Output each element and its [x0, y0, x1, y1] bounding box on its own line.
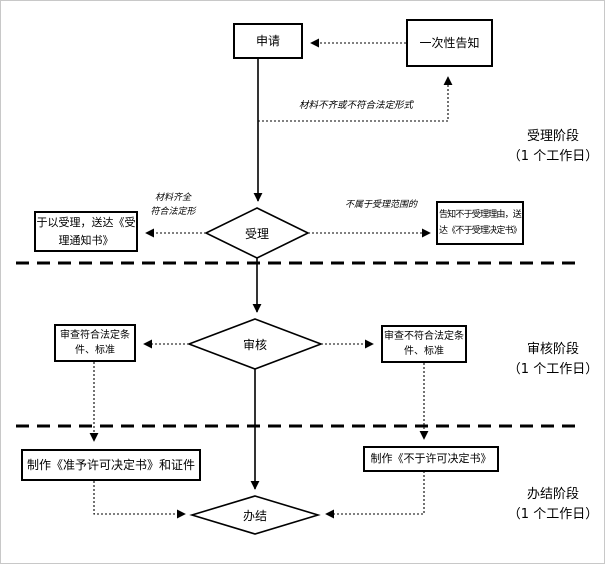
diamond-accept: [204, 207, 310, 259]
edge-label-out-of-scope: 不属于受理范围的: [344, 200, 417, 210]
diamond-review: [186, 318, 324, 370]
edge-rejection-to-finish: [325, 471, 425, 519]
stage-finish-duration: （1 个工作日）: [507, 507, 599, 523]
edge-license-to-finish: [93, 481, 186, 519]
stage-review-name: 审核阶段: [526, 342, 579, 357]
node-accept-reject: 告知不于受理理由，送达《不于受理决定书》: [436, 201, 524, 245]
edge-label-materials-complete: 材料齐全 符合法定形: [134, 192, 212, 219]
diamond-review-label: 审核: [242, 337, 267, 352]
stage-review-duration: （1 个工作日）: [507, 362, 599, 378]
node-one-time-notice: 一次性告知: [406, 19, 493, 67]
edge-label-materials-incomplete: 材料不齐或不符合法定形式: [298, 100, 413, 111]
node-make-rejection: 制作《不于许可决定书》: [363, 446, 499, 472]
node-apply: 申请: [233, 23, 303, 59]
edge-label-materials-complete-line1: 材料齐全: [154, 193, 191, 203]
node-accept-grant: 于以受理，送达《受理通知书》: [34, 211, 138, 252]
diamond-finish-label: 办结: [242, 508, 267, 523]
stage-accept-name: 受理阶段: [526, 129, 579, 144]
edge-label-materials-complete-line2: 符合法定形: [150, 206, 196, 217]
stage-label-finish: 办结阶段 （1 个工作日）: [504, 485, 602, 525]
stage-accept-duration: （1 个工作日）: [507, 149, 599, 165]
node-make-license: 制作《准予许可决定书》和证件: [21, 449, 201, 481]
edge-incomplete-feedback: [258, 76, 453, 122]
node-review-fail: 审查不符合法定条件、标准: [381, 325, 467, 363]
diamond-finish: [189, 495, 321, 535]
node-review-pass: 审查符合法定条件、标准: [54, 324, 136, 362]
diamond-accept-label: 受理: [244, 226, 269, 241]
stage-finish-name: 办结阶段: [526, 487, 579, 502]
stage-label-accept: 受理阶段 （1 个工作日）: [504, 127, 602, 167]
stage-label-review: 审核阶段 （1 个工作日）: [504, 340, 602, 380]
